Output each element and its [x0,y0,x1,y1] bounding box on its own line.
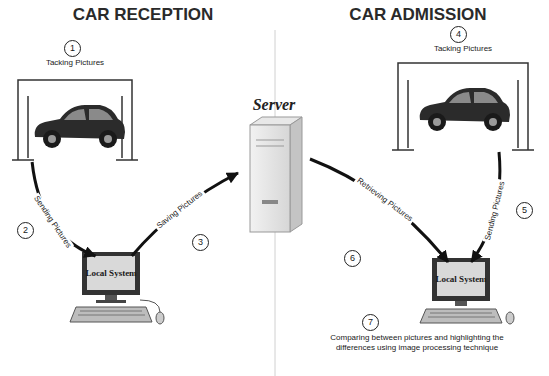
callout-number: 1 [64,40,81,57]
system-label: Local System [85,268,136,278]
camera-gate [12,80,138,160]
computer-illustration [70,252,164,324]
step-caption: Tacking Pictures [391,44,535,53]
car-illustration [420,88,510,131]
server-label: Server [238,96,310,114]
arrow-label: Sending Pictures [30,192,74,251]
camera-gate: Tacking Pictures [391,44,535,152]
callout-number: 3 [192,234,209,251]
arrow-label: Retrieving Pictures [353,175,416,226]
server-tower [250,117,302,232]
computer-illustration [420,258,514,324]
section-heading: CAR ADMISSION [349,5,486,25]
callout-number: 2 [17,222,34,239]
flow-arrow [310,159,448,262]
step-caption: Tacking Pictures [10,58,140,67]
callout-number: 4 [450,26,467,43]
system-label: Local System [435,274,486,284]
arrow-label: Sending Pictures [482,179,507,244]
flow-arrow [132,173,238,256]
callout-number: 6 [344,250,361,267]
callout-number: 5 [516,202,533,219]
server-node: Server [238,96,310,236]
camera-gate: Tacking Pictures [10,58,140,162]
camera-gate [392,63,534,150]
callout-number: 7 [362,314,379,331]
section-heading: CAR RECEPTION [73,5,214,25]
arrow-label: Saving Pictures [153,187,206,232]
car-illustration [35,105,125,148]
local-system-screen: Local System [85,256,137,290]
step-description: Comparing between pictures and highlight… [328,333,506,353]
local-system-screen: Local System [435,262,487,296]
